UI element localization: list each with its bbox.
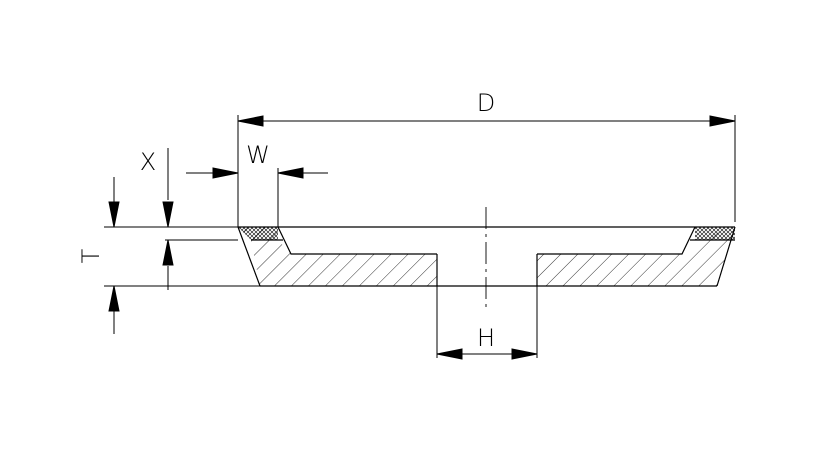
dimension-X bbox=[162, 148, 238, 290]
right-abrasive-rim bbox=[695, 227, 735, 240]
dimension-W bbox=[186, 167, 328, 227]
dimension-X-label: X bbox=[140, 148, 156, 176]
dimension-H-label: H bbox=[477, 324, 495, 352]
dimension-D-label: D bbox=[477, 89, 495, 117]
wheel-body bbox=[237, 226, 736, 287]
dimension-H bbox=[436, 286, 538, 360]
dimension-W-label: W bbox=[246, 141, 270, 169]
dimension-D bbox=[237, 115, 736, 227]
dimension-T-label: T bbox=[77, 248, 105, 263]
dimension-T bbox=[104, 177, 260, 334]
wheel-outline bbox=[237, 226, 736, 287]
left-abrasive-rim bbox=[238, 227, 278, 240]
